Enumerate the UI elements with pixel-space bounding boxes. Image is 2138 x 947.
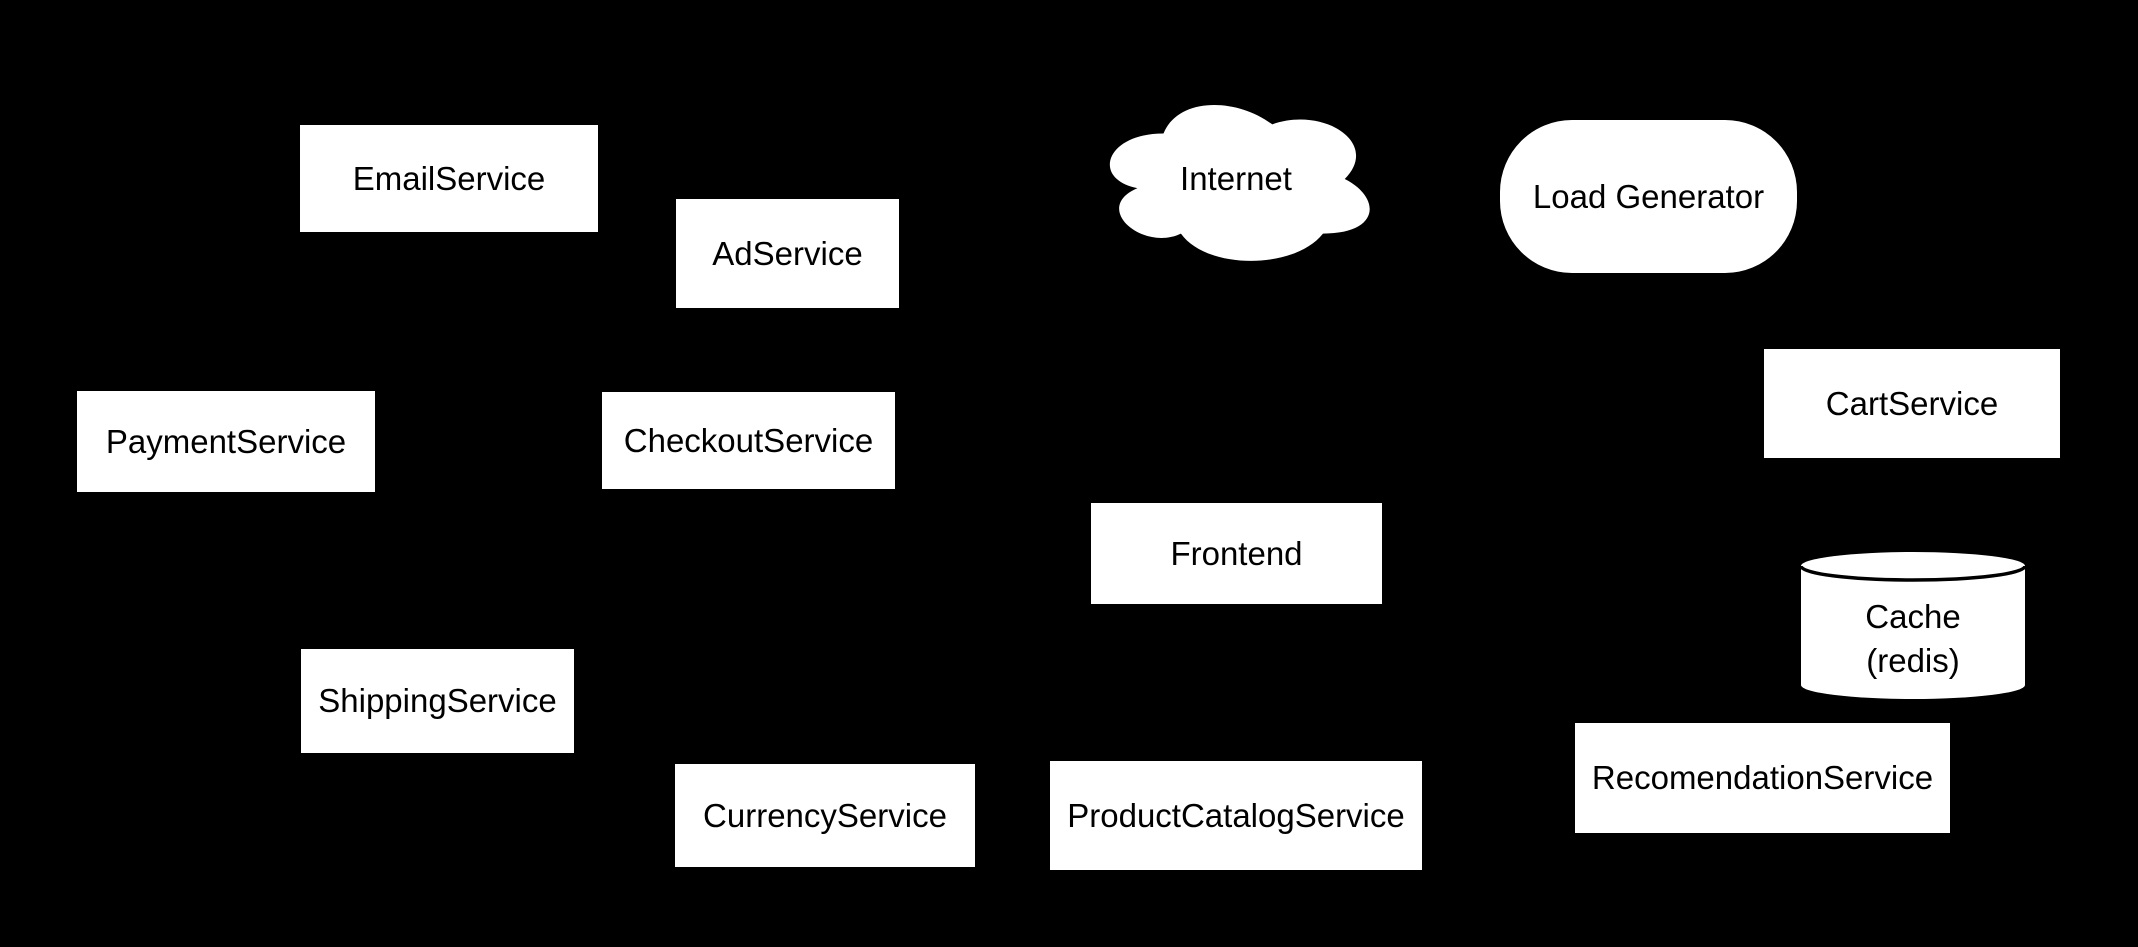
- node-productcatalogservice: ProductCatalogService: [1050, 761, 1422, 870]
- cache-label-line2: (redis): [1866, 642, 1960, 679]
- node-label: ShippingService: [318, 682, 557, 720]
- node-label: PaymentService: [105, 422, 347, 460]
- node-cartservice: CartService: [1764, 349, 2060, 458]
- node-label: CartService: [1825, 384, 1999, 422]
- node-frontend: Frontend: [1091, 503, 1382, 604]
- cache-label-line1: Cache: [1865, 598, 1961, 636]
- node-label: ProductCatalogService: [1067, 796, 1405, 834]
- node-checkoutservice: CheckoutService: [602, 392, 895, 489]
- node-internet-cloud: Internet: [1091, 88, 1381, 270]
- node-shippingservice: ShippingService: [301, 649, 574, 753]
- node-label: Frontend: [1170, 534, 1303, 572]
- node-cache-redis-cylinder: Cache (redis): [1800, 551, 2026, 701]
- node-label: RecomendationService: [1591, 759, 1934, 797]
- cloud-shape-icon: [1109, 104, 1370, 261]
- node-label: EmailService: [352, 159, 546, 197]
- node-label: CurrencyService: [703, 796, 947, 834]
- node-label: AdService: [712, 234, 863, 272]
- node-recomendationservice: RecomendationService: [1575, 723, 1950, 833]
- node-currencyservice: CurrencyService: [675, 764, 975, 867]
- node-label: Load Generator: [1532, 177, 1765, 215]
- node-load-generator: Load Generator: [1500, 120, 1797, 273]
- node-adservice: AdService: [676, 199, 899, 308]
- node-label: CheckoutService: [623, 421, 874, 459]
- node-paymentservice: PaymentService: [77, 391, 375, 492]
- database-cylinder-icon: [1800, 552, 2026, 699]
- node-emailservice: EmailService: [300, 125, 598, 232]
- node-label: Cache (redis): [1800, 581, 2026, 697]
